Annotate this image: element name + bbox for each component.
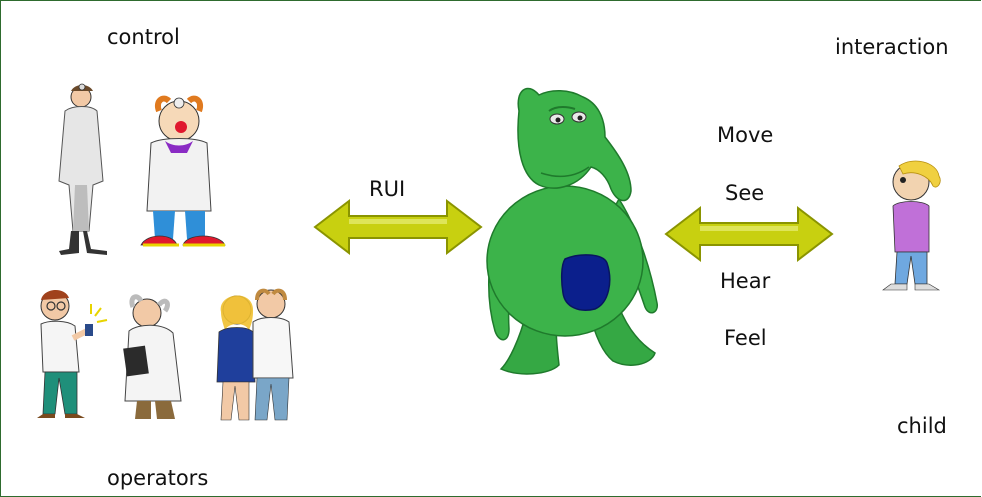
operators-label: operators <box>107 466 209 490</box>
interaction-label: interaction <box>835 35 949 59</box>
child-label: child <box>897 414 947 438</box>
rui-label: RUI <box>369 177 406 201</box>
see-label: See <box>725 181 765 205</box>
clown-doctor-icon <box>140 95 226 247</box>
control-label: control <box>107 25 180 49</box>
child-figure-icon <box>882 160 941 291</box>
operator-boy-icon <box>37 289 108 418</box>
interaction-double-arrow <box>664 205 834 263</box>
hear-label: Hear <box>720 269 771 293</box>
move-label: Move <box>717 123 774 147</box>
rui-double-arrow <box>313 198 483 256</box>
doctor-figure-icon <box>58 83 107 255</box>
feel-label: Feel <box>724 326 767 350</box>
operator-scientist-icon <box>123 294 182 419</box>
operator-couple-icon <box>216 288 294 421</box>
robot-illustration <box>486 87 658 375</box>
